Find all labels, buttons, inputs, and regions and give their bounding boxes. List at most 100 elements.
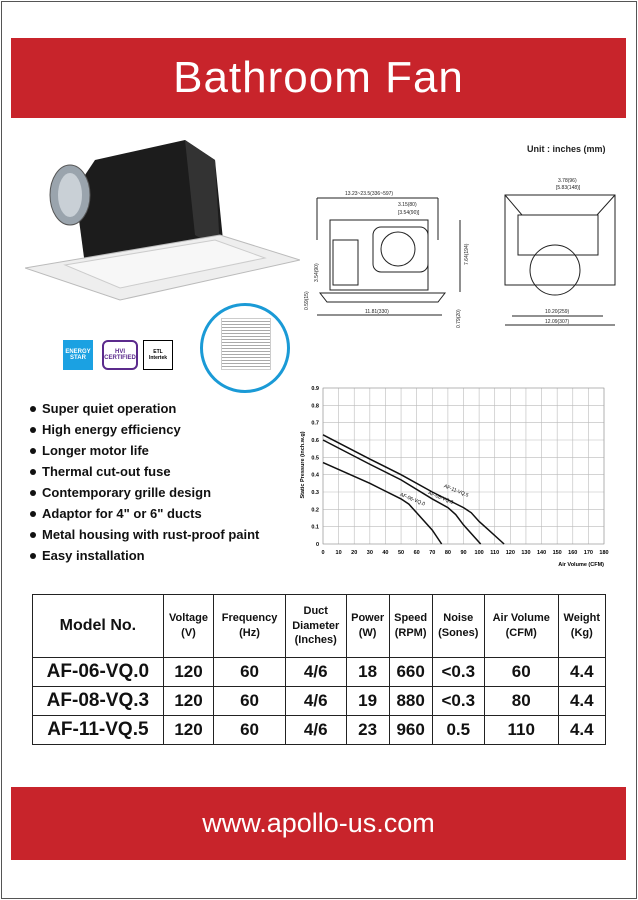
column-header: Weight(Kg) bbox=[557, 594, 607, 658]
feature-item: Easy installation bbox=[30, 545, 259, 566]
y-tick-label: 0.5 bbox=[311, 455, 319, 461]
table-cell: 960 bbox=[388, 715, 433, 745]
y-tick-label: 0.8 bbox=[311, 403, 319, 409]
column-header: Noise(Sones) bbox=[431, 594, 485, 658]
table-cell: 4.4 bbox=[557, 715, 607, 745]
column-header: Model No. bbox=[32, 594, 164, 658]
bullet-icon bbox=[30, 405, 36, 412]
series-line-AF-11-VQ.5 bbox=[322, 434, 505, 545]
feature-item: Adaptor for 4" or 6" ducts bbox=[30, 503, 259, 524]
table-cell: 4/6 bbox=[284, 715, 347, 745]
table-cell: 120 bbox=[162, 657, 215, 687]
feature-text: Metal housing with rust-proof paint bbox=[42, 527, 260, 542]
feature-item: High energy efficiency bbox=[30, 419, 259, 440]
feature-text: Easy installation bbox=[42, 548, 145, 563]
grille-inset-image bbox=[200, 303, 290, 393]
feature-item: Super quiet operation bbox=[30, 398, 259, 419]
table-cell: 60 bbox=[483, 657, 559, 687]
dim-label: 0.59(15) bbox=[304, 291, 310, 310]
y-tick-label: 0.3 bbox=[311, 490, 319, 496]
table-cell: <0.3 bbox=[431, 657, 485, 687]
dim-label: [5.83(148)] bbox=[556, 185, 581, 191]
series-line-AF-08-VQ.3 bbox=[322, 439, 482, 545]
x-tick-label: 180 bbox=[599, 550, 608, 556]
column-header: Power(W) bbox=[345, 594, 390, 658]
table-cell: 19 bbox=[345, 686, 390, 716]
y-tick-label: 0.7 bbox=[311, 421, 319, 427]
dim-label: 13.23~23.5(336~597) bbox=[345, 191, 393, 197]
table-cell: 60 bbox=[213, 715, 286, 745]
feature-text: Adaptor for 4" or 6" ducts bbox=[42, 506, 202, 521]
dim-label: 7.64(194) bbox=[464, 243, 470, 265]
table-cell: AF-08-VQ.3 bbox=[32, 686, 164, 716]
y-tick-label: 0.1 bbox=[311, 525, 319, 531]
feature-text: High energy efficiency bbox=[42, 422, 181, 437]
x-tick-label: 90 bbox=[460, 550, 466, 556]
dim-label: 3.15(80) bbox=[398, 202, 417, 208]
x-tick-label: 10 bbox=[336, 550, 342, 556]
table-cell: 0.5 bbox=[431, 715, 485, 745]
x-tick-label: 30 bbox=[367, 550, 373, 556]
x-tick-label: 110 bbox=[490, 550, 499, 556]
bullet-icon bbox=[30, 489, 36, 496]
feature-text: Longer motor life bbox=[42, 443, 149, 458]
table-cell: AF-11-VQ.5 bbox=[32, 715, 164, 745]
dim-label: 11.81(330) bbox=[365, 309, 389, 315]
table-cell: 4/6 bbox=[284, 686, 347, 716]
x-tick-label: 160 bbox=[568, 550, 577, 556]
bullet-icon bbox=[30, 552, 36, 559]
hvi-logo: HVI CERTIFIED bbox=[102, 340, 138, 370]
x-tick-label: 70 bbox=[429, 550, 435, 556]
x-tick-label: 140 bbox=[537, 550, 546, 556]
dimension-diagrams: 13.23~23.5(336~597) 3.15(80) [3.54(90)] … bbox=[304, 178, 616, 328]
column-header: Voltage(V) bbox=[162, 594, 215, 658]
y-tick-label: 0.4 bbox=[311, 473, 320, 479]
dim-label: 10.20(259) bbox=[545, 309, 570, 315]
x-tick-label: 120 bbox=[506, 550, 515, 556]
feature-text: Thermal cut-out fuse bbox=[42, 464, 171, 479]
plot-area bbox=[322, 387, 605, 545]
table-cell: 880 bbox=[388, 686, 433, 716]
dim-label: 3.78(96) bbox=[558, 178, 577, 184]
energy-star-logo: ENERGY STAR bbox=[63, 340, 93, 370]
column-header: Air Volume(CFM) bbox=[483, 594, 559, 658]
series-line-AF-06-VQ.0 bbox=[322, 461, 443, 545]
feature-item: Contemporary grille design bbox=[30, 482, 259, 503]
website-link[interactable]: www.apollo-us.com bbox=[11, 787, 626, 860]
y-axis-label: Static Pressure (inch.w.g) bbox=[300, 431, 306, 498]
table-cell: <0.3 bbox=[431, 686, 485, 716]
x-tick-label: 170 bbox=[584, 550, 593, 556]
dim-label: 3.54(90) bbox=[314, 263, 320, 282]
x-tick-label: 130 bbox=[521, 550, 530, 556]
table-cell: 110 bbox=[483, 715, 559, 745]
etl-logo: ETL Intertek bbox=[143, 340, 173, 370]
x-tick-label: 80 bbox=[445, 550, 451, 556]
x-tick-label: 150 bbox=[553, 550, 562, 556]
fan-product-image bbox=[25, 140, 300, 301]
dim-label: 12.09(307) bbox=[545, 319, 570, 325]
x-tick-label: 40 bbox=[382, 550, 388, 556]
feature-text: Super quiet operation bbox=[42, 401, 177, 416]
x-tick-label: 0 bbox=[321, 550, 324, 556]
page-title: Bathroom Fan bbox=[11, 38, 626, 118]
y-tick-label: 0.6 bbox=[311, 438, 319, 444]
table-cell: 4/6 bbox=[284, 657, 347, 687]
x-tick-label: 20 bbox=[351, 550, 357, 556]
table-cell: 18 bbox=[345, 657, 390, 687]
dim-label: 0.79(20) bbox=[456, 309, 462, 328]
bullet-icon bbox=[30, 447, 36, 454]
column-header: Frequency(Hz) bbox=[213, 594, 286, 658]
bullet-icon bbox=[30, 468, 36, 475]
table-cell: 4.4 bbox=[557, 657, 607, 687]
table-cell: 660 bbox=[388, 657, 433, 687]
table-cell: 60 bbox=[213, 657, 286, 687]
table-cell: 4.4 bbox=[557, 686, 607, 716]
bullet-icon bbox=[30, 531, 36, 538]
table-cell: 23 bbox=[345, 715, 390, 745]
y-tick-label: 0.9 bbox=[311, 386, 319, 392]
